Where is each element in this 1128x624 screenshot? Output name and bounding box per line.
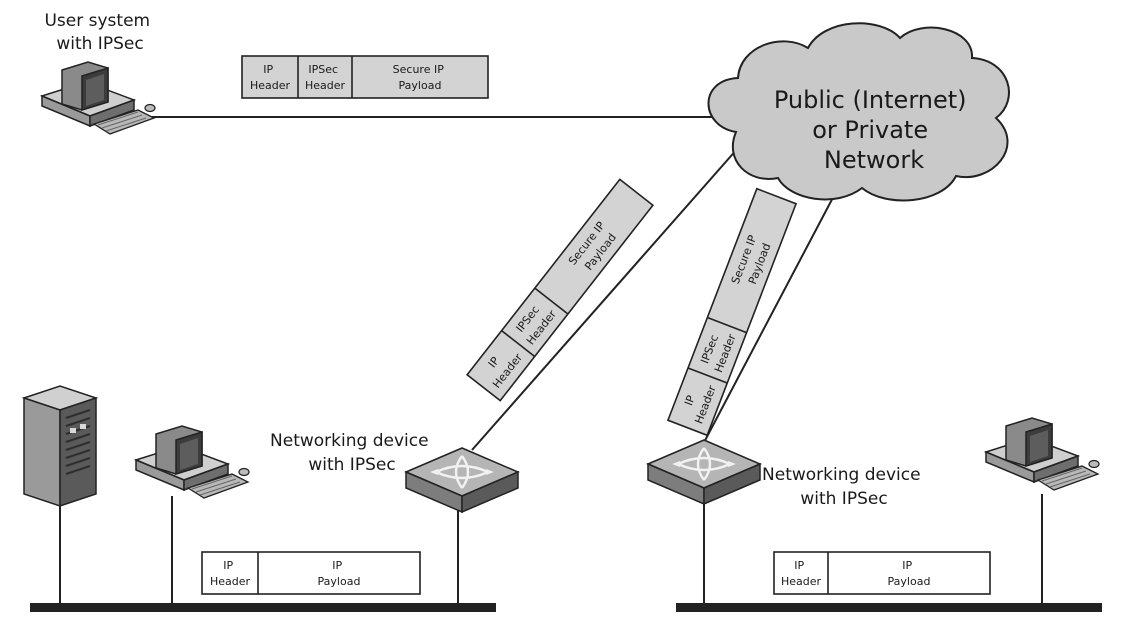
secure-payload-cell: Secure IP Payload	[393, 63, 448, 92]
device-left-label-line-1: Networking device	[270, 431, 429, 451]
ip-header-line-1: IP	[223, 559, 233, 572]
left-device-to-cloud-link	[471, 147, 739, 451]
ip-header-cell: IP Header	[210, 559, 251, 588]
ip-payload-line-1: IP	[902, 559, 912, 572]
secure-payload-line-2: Payload	[399, 79, 442, 92]
secure-packet-top: IP Header IPSec Header Secure IP Payload	[241, 55, 489, 99]
device-right-label-line-1: Networking device	[762, 465, 921, 485]
workstation-icon	[41, 61, 156, 135]
ipsec-header-line-2: Header	[305, 79, 346, 92]
ipsec-header-cell: IPSec Header	[305, 63, 346, 92]
device-left-label: Networking device with IPSec	[270, 431, 434, 475]
cloud-label-line-1: Public (Internet)	[774, 86, 967, 114]
ip-header-cell: IP Header	[781, 559, 822, 588]
user-system-label: User system with IPSec	[44, 11, 155, 54]
secure-packet-diagonal-left: IP Header IPSec Header Secure IP Payload	[465, 178, 655, 402]
ip-payload-cell: IP Payload	[318, 559, 361, 588]
workstation-icon	[135, 425, 250, 499]
workstation-icon	[985, 417, 1100, 491]
ip-payload-line-2: Payload	[318, 575, 361, 588]
ip-header-line-2: Header	[781, 575, 822, 588]
plain-packet-left: IP Header IP Payload	[201, 551, 421, 595]
server-tower-icon	[21, 385, 99, 508]
cloud-icon	[707, 22, 1010, 202]
router-icon	[404, 446, 520, 514]
cloud-label: Public (Internet) or Private Network	[774, 86, 974, 174]
cloud-label-line-2: or Private	[812, 116, 928, 144]
secure-payload-line-1: Secure IP	[393, 63, 445, 76]
device-left-label-line-2: with IPSec	[308, 455, 395, 475]
user-system-label-line-2: with IPSec	[56, 34, 143, 54]
ip-payload-cell: IP Payload	[888, 559, 931, 588]
device-right-label-line-2: with IPSec	[800, 489, 887, 509]
ip-header-line-1: IP	[263, 63, 273, 76]
secure-packet-diagonal-right: IP Header IPSec Header Secure IP Payload	[666, 187, 798, 437]
router-icon	[646, 438, 762, 506]
right-lan-bus	[676, 603, 1102, 612]
ip-header-line-2: Header	[250, 79, 291, 92]
ip-header-line-1: IP	[794, 559, 804, 572]
ipsec-header-line-1: IPSec	[308, 63, 338, 76]
left-lan-bus	[30, 603, 496, 612]
cloud-label-line-3: Network	[824, 146, 924, 174]
ip-payload-line-2: Payload	[888, 575, 931, 588]
right-device-to-cloud-link	[699, 187, 839, 451]
ip-payload-line-1: IP	[332, 559, 342, 572]
ip-header-cell: IP Header	[250, 63, 291, 92]
ip-header-line-2: Header	[210, 575, 251, 588]
user-system-label-line-1: User system	[44, 11, 150, 31]
plain-packet-right: IP Header IP Payload	[773, 551, 991, 595]
device-right-label: Networking device with IPSec	[762, 465, 926, 509]
